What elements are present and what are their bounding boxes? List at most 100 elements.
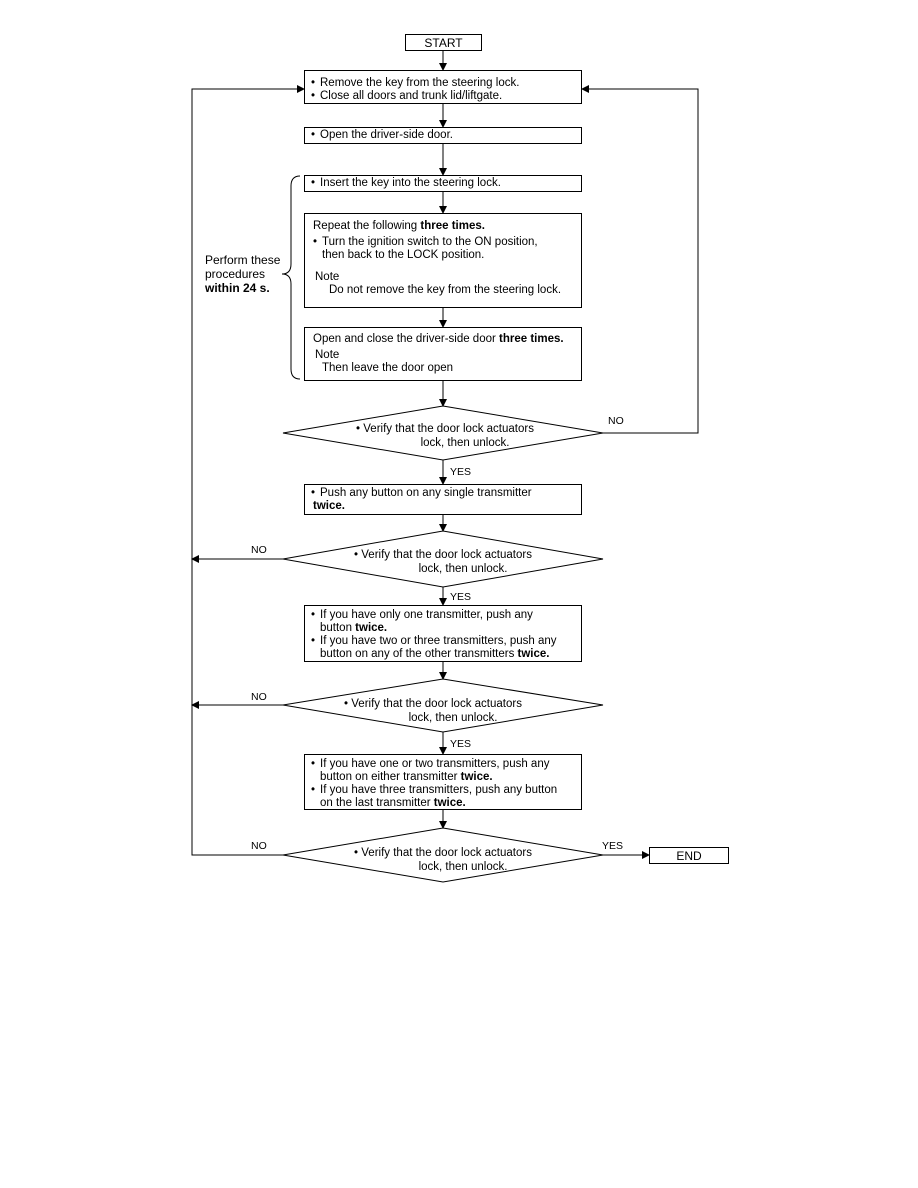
decision-1-text: • Verify that the door lock actuators lo… xyxy=(320,422,570,450)
yes-label-3: YES xyxy=(450,738,472,750)
decision-4-line2: lock, then unlock. xyxy=(418,861,508,873)
step7-b2-text-2: button on any of the other transmitters xyxy=(320,648,518,660)
step5-note-label: Note xyxy=(315,349,340,361)
step4-bullet: • Turn the ignition switch to the ON pos… xyxy=(313,236,581,249)
end-terminal: END xyxy=(649,847,729,864)
step8-b1-text-2: button on either transmitter xyxy=(320,771,461,783)
step1-text-1: Remove the key from the steering lock. xyxy=(320,77,520,89)
step-open-door-box: • Open the driver-side door. xyxy=(304,127,582,144)
step4-bullet-text-1: Turn the ignition switch to the ON posit… xyxy=(322,236,538,248)
yes-label-1: YES xyxy=(450,466,472,478)
step3-line: • Insert the key into the steering lock. xyxy=(311,177,581,190)
step6-text-2: twice. xyxy=(313,500,345,512)
end-label: END xyxy=(676,849,702,863)
decision-diamond-2 xyxy=(282,530,604,588)
decision-3-text: • Verify that the door lock actuators lo… xyxy=(308,697,558,725)
start-terminal: START xyxy=(405,34,482,51)
step-remove-key-box: • Remove the key from the steering lock.… xyxy=(304,70,582,104)
bullet-icon: • xyxy=(311,758,316,770)
yes-label-4: YES xyxy=(602,840,624,852)
step2-text: Open the driver-side door. xyxy=(320,129,453,141)
bullet-icon: • xyxy=(311,609,316,621)
bullet-icon: • xyxy=(354,847,359,859)
no-label-4: NO xyxy=(251,840,267,852)
no-label-2: NO xyxy=(251,544,267,556)
step3-text: Insert the key into the steering lock. xyxy=(320,177,501,189)
decision-1-line2: lock, then unlock. xyxy=(420,437,510,449)
step4-note-label: Note xyxy=(315,271,340,283)
decision-2-line1: Verify that the door lock actuators xyxy=(361,549,532,561)
step7-b1-line2: button twice. xyxy=(311,622,581,635)
step7-b2-line1: • If you have two or three transmitters,… xyxy=(311,635,581,648)
bullet-icon: • xyxy=(356,423,361,435)
step1-text-2: Close all doors and trunk lid/liftgate. xyxy=(320,90,503,102)
bullet-icon: • xyxy=(344,698,349,710)
no-label-3: NO xyxy=(251,691,267,703)
step2-line: • Open the driver-side door. xyxy=(311,129,581,142)
step6-line1: • Push any button on any single transmit… xyxy=(311,487,581,500)
step8-b1-line2: button on either transmitter twice. xyxy=(311,771,581,784)
step7-b2-bold: twice. xyxy=(517,648,550,660)
step7-b1-text-2: button xyxy=(320,622,356,634)
start-label: START xyxy=(424,36,463,50)
decision-diamond-4 xyxy=(282,827,604,883)
bullet-icon: • xyxy=(313,236,318,248)
brace-bracket xyxy=(281,175,301,380)
no-label-1: NO xyxy=(608,415,624,427)
step5-text-bold: three times. xyxy=(499,333,564,345)
side-note-line2: procedures xyxy=(205,267,266,281)
bullet-icon: • xyxy=(311,77,316,89)
step-repeat-ignition-box: Repeat the following three times. • Turn… xyxy=(304,213,582,308)
step4-note-text: Do not remove the key from the steering … xyxy=(329,284,562,296)
step8-b1-text-1: If you have one or two transmitters, pus… xyxy=(320,758,550,770)
decision-4-line1: Verify that the door lock actuators xyxy=(361,847,532,859)
side-note-line3: within 24 s. xyxy=(205,281,270,295)
loop-no-right xyxy=(581,85,699,434)
step5-text: Open and close the driver-side door xyxy=(313,333,500,345)
step7-b2-line2: button on any of the other transmitters … xyxy=(311,648,581,661)
step7-b2-text-1: If you have two or three transmitters, p… xyxy=(320,635,557,647)
step4-intro-bold: three times. xyxy=(420,220,485,232)
step5-line: Open and close the driver-side door thre… xyxy=(313,333,581,346)
step6-text-1: Push any button on any single transmitte… xyxy=(320,487,532,499)
bullet-icon: • xyxy=(311,129,316,141)
bullet-icon: • xyxy=(311,90,316,102)
decision-2-line2: lock, then unlock. xyxy=(418,563,508,575)
step5-note-text: Then leave the door open xyxy=(322,362,454,374)
step8-b2-line1: • If you have three transmitters, push a… xyxy=(311,784,581,797)
step8-b2-text-2: on the last transmitter xyxy=(320,797,434,809)
decision-3-line2: lock, then unlock. xyxy=(408,712,498,724)
step1-line1: • Remove the key from the steering lock. xyxy=(311,77,581,90)
step8-b1-bold: twice. xyxy=(460,771,493,783)
step4-bullet-text-2: then back to the LOCK position. xyxy=(322,249,485,261)
step4-intro: Repeat the following three times. xyxy=(313,220,581,233)
step7-b1-line1: • If you have only one transmitter, push… xyxy=(311,609,581,622)
decision-4-text: • Verify that the door lock actuators lo… xyxy=(318,846,568,874)
step8-b2-text-1: If you have three transmitters, push any… xyxy=(320,784,558,796)
bullet-icon: • xyxy=(311,635,316,647)
decision-3-line1: Verify that the door lock actuators xyxy=(351,698,522,710)
decision-2-text: • Verify that the door lock actuators lo… xyxy=(318,548,568,576)
step-push-button-box: • Push any button on any single transmit… xyxy=(304,484,582,515)
bullet-icon: • xyxy=(354,549,359,561)
decision-diamond-1 xyxy=(282,405,604,461)
step8-b1-line1: • If you have one or two transmitters, p… xyxy=(311,758,581,771)
side-note-line1: Perform these xyxy=(205,253,281,267)
step-open-close-door-box: Open and close the driver-side door thre… xyxy=(304,327,582,381)
step-transmitter-last-box: • If you have one or two transmitters, p… xyxy=(304,754,582,810)
bullet-icon: • xyxy=(311,177,316,189)
step7-b1-text-1: If you have only one transmitter, push a… xyxy=(320,609,533,621)
bullet-icon: • xyxy=(311,784,316,796)
time-limit-note: Perform these procedures within 24 s. xyxy=(205,253,280,295)
decision-diamond-3 xyxy=(282,678,604,733)
step-insert-key-box: • Insert the key into the steering lock. xyxy=(304,175,582,192)
loop-no-left xyxy=(191,85,305,856)
yes-label-2: YES xyxy=(450,591,472,603)
step8-b2-bold: twice. xyxy=(433,797,466,809)
decision-1-line1: Verify that the door lock actuators xyxy=(363,423,534,435)
step-transmitter-second-box: • If you have only one transmitter, push… xyxy=(304,605,582,662)
bullet-icon: • xyxy=(311,487,316,499)
step8-b2-line2: on the last transmitter twice. xyxy=(311,797,581,810)
step1-line2: • Close all doors and trunk lid/liftgate… xyxy=(311,90,581,103)
